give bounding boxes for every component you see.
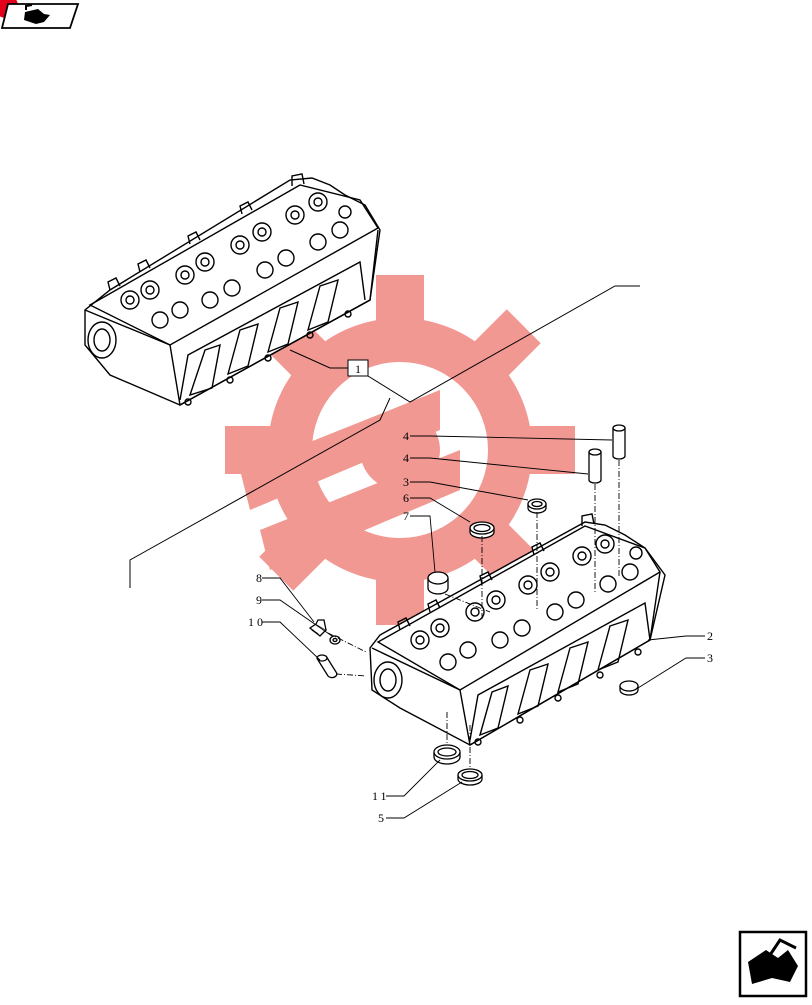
bushing <box>316 654 338 679</box>
dowel-sleeve-short <box>588 448 602 484</box>
ring-bottom <box>457 768 483 786</box>
cylinder-head-exploded-view <box>369 513 666 747</box>
callout-2: 2 <box>707 629 713 643</box>
loose-parts <box>308 424 639 786</box>
arrow-back-icon <box>24 4 50 24</box>
prev-page-button[interactable] <box>0 0 80 29</box>
callout-5: 5 <box>378 811 384 825</box>
callout-3b: 3 <box>707 651 713 665</box>
callout-10: 10 <box>248 615 266 629</box>
leader-lines <box>262 435 705 819</box>
callout-7: 7 <box>403 509 409 523</box>
callout-11: 11 <box>372 789 390 803</box>
callout-3a: 3 <box>403 475 409 489</box>
callout-6: 6 <box>403 491 409 505</box>
callout-8: 8 <box>256 571 262 585</box>
plug-cup <box>427 571 449 595</box>
callout-4a: 4 <box>403 429 409 443</box>
top-head-valve-ports <box>120 192 352 329</box>
callout-1: 1 <box>129 285 640 588</box>
dowel-sleeve-long <box>612 424 626 460</box>
plug-right <box>619 680 639 696</box>
cylinder-head-assembly-view <box>84 173 381 407</box>
arrow-forward-icon <box>748 938 798 984</box>
washer <box>329 635 341 645</box>
callout-labels: 4 4 3 6 7 8 9 10 2 3 11 5 <box>248 429 713 825</box>
threaded-fitting <box>308 619 328 637</box>
callout-9: 9 <box>256 593 262 607</box>
alignment-lines <box>327 460 620 768</box>
callout-1-label: 1 <box>355 362 361 376</box>
next-page-button[interactable] <box>738 930 808 998</box>
exploded-head-valve-ports <box>410 534 643 671</box>
ring-top <box>469 521 495 539</box>
callout-4b: 4 <box>403 451 409 465</box>
seal-bottom <box>433 744 461 765</box>
plug-top <box>527 498 547 514</box>
